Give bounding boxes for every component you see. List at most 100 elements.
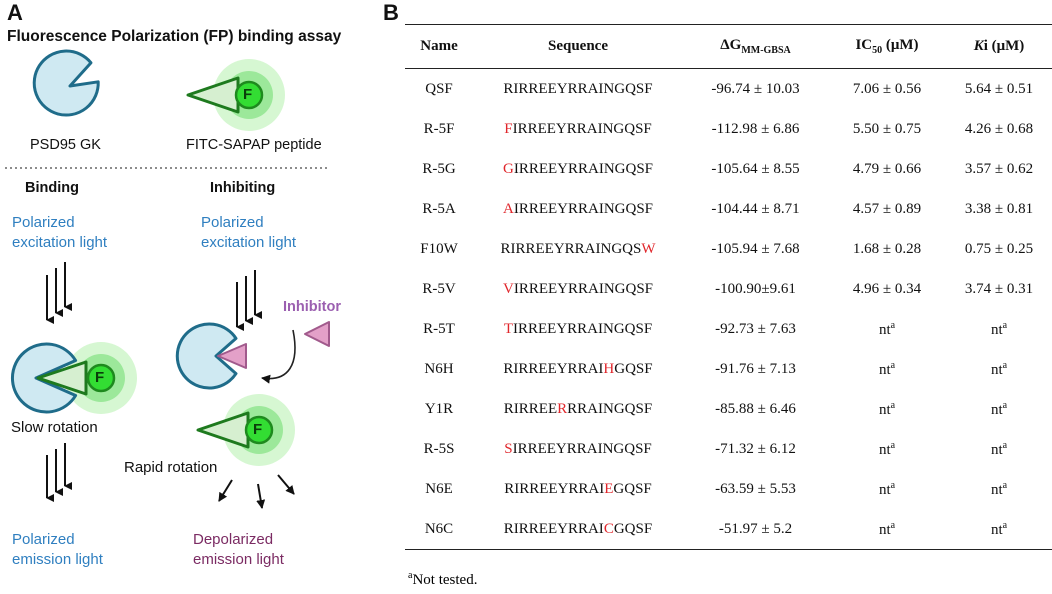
row-ki: nta — [990, 359, 1008, 378]
sequence-part: RIRREE — [503, 400, 558, 417]
row-ki: 5.64 ± 0.51 — [964, 80, 1034, 97]
row-sequence: RIRREEYRRAIEGQSF — [473, 469, 683, 509]
row-name: R-5G — [422, 160, 456, 177]
header-name: Name — [420, 38, 458, 54]
row-sequence: RIRREEYRRAICGQSF — [473, 509, 683, 550]
free-inhibitor — [304, 321, 330, 347]
row-ki: 4.26 ± 0.68 — [964, 120, 1034, 137]
row-ic50: nta — [878, 519, 896, 538]
row-dg: -96.74 ± 10.03 — [711, 80, 800, 97]
row-dg: -100.90±9.61 — [715, 280, 796, 297]
inhibiting-excitation-arrows — [236, 270, 262, 331]
binding-excitation-arrows — [46, 262, 72, 324]
mutated-residue: G — [502, 160, 514, 177]
row-ki: nta — [990, 399, 1008, 418]
row-ki: 0.75 ± 0.25 — [964, 240, 1034, 257]
binding-header: Binding — [25, 180, 79, 196]
mutated-residue: R — [557, 400, 568, 417]
protein-pacman-top — [32, 49, 100, 117]
table-row: R-5S SIRREEYRRAINGQSF -71.32 ± 6.12 nta nta — [405, 429, 1052, 469]
mutated-residue: T — [503, 320, 513, 337]
peptide-label: FITC-SAPAP peptide — [186, 137, 322, 153]
row-dg: -63.59 ± 5.53 — [715, 480, 796, 497]
row-sequence: FIRREEYRRAINGQSF — [473, 109, 683, 149]
mutated-residue: C — [603, 520, 614, 537]
row-dg: -105.64 ± 8.55 — [711, 160, 800, 177]
row-ki: 3.38 ± 0.81 — [964, 200, 1034, 217]
sequence-part: RIRREEYRRAINGQS — [500, 240, 642, 257]
row-ki: nta — [990, 519, 1008, 538]
row-ic50: 4.57 ± 0.89 — [852, 200, 922, 217]
row-sequence: AIRREEYRRAINGQSF — [473, 189, 683, 229]
row-ic50: 1.68 ± 0.28 — [852, 240, 922, 257]
sequence-part: RIRREEYRRAI — [504, 480, 605, 497]
sequence-part: GQSF — [613, 480, 652, 497]
bound-complex — [11, 342, 137, 414]
row-ic50: nta — [878, 439, 896, 458]
mutated-residue: S — [504, 440, 513, 457]
header-dg: ΔGMM-GBSA — [720, 37, 791, 56]
row-name: N6E — [425, 480, 453, 497]
row-ic50: 7.06 ± 0.56 — [852, 80, 922, 97]
fluorophore-letter-bound: F — [95, 369, 105, 386]
sequence-part: IRREEYRRAINGQSF — [513, 160, 654, 177]
inhibitor-label: Inhibitor — [283, 299, 341, 315]
rapid-rotation-label: Rapid rotation — [124, 459, 218, 476]
row-dg: -105.94 ± 7.68 — [711, 240, 800, 257]
row-ic50: 4.96 ± 0.34 — [852, 280, 922, 297]
row-sequence: GIRREEYRRAINGQSF — [473, 149, 683, 189]
row-sequence: RIRREEYRRAIHGQSF — [473, 349, 683, 389]
table-row: N6E RIRREEYRRAIEGQSF -63.59 ± 5.53 nta nta — [405, 469, 1052, 509]
fitc-peptide-free — [196, 394, 295, 466]
depolarized-emission-arrows — [218, 474, 295, 509]
row-ki: nta — [990, 479, 1008, 498]
fluorophore-letter-top: F — [243, 86, 253, 103]
header-sequence: Sequence — [548, 38, 608, 54]
mutated-residue: V — [502, 280, 514, 297]
row-sequence: RIRREERRRAINGQSF — [473, 389, 683, 429]
row-name: N6H — [424, 360, 454, 377]
mutated-residue: A — [502, 200, 514, 217]
row-ic50: nta — [878, 479, 896, 498]
sequence-part: GQSF — [614, 360, 653, 377]
row-ki: 3.57 ± 0.62 — [964, 160, 1034, 177]
fp-assay-diagram — [5, 49, 330, 509]
row-dg: -51.97 ± 5.2 — [718, 520, 793, 537]
sequence-part: IRREEYRRAINGQSF — [512, 120, 652, 137]
row-ki: nta — [990, 319, 1008, 338]
mutated-residue: H — [603, 360, 615, 377]
mutated-residue: W — [641, 240, 656, 257]
row-sequence: TIRREEYRRAINGQSF — [473, 309, 683, 349]
row-ic50: 5.50 ± 0.75 — [852, 120, 922, 137]
binding-data-table: Name Sequence ΔGMM-GBSA IC50 (μM) Ki (μM… — [405, 24, 1052, 550]
row-sequence: SIRREEYRRAINGQSF — [473, 429, 683, 469]
protein-label: PSD95 GK — [30, 137, 101, 153]
row-dg: -92.73 ± 7.63 — [715, 320, 796, 337]
header-ki: Ki (μM) — [973, 38, 1025, 54]
row-dg: -71.32 ± 6.12 — [715, 440, 796, 457]
row-ic50: nta — [878, 319, 896, 338]
fitc-peptide-top — [186, 59, 285, 131]
row-ki: 3.74 ± 0.31 — [964, 280, 1034, 297]
row-name: Y1R — [424, 400, 454, 417]
row-name: R-5S — [423, 440, 455, 457]
sequence-part: IRREEYRRAINGQSF — [513, 280, 654, 297]
slow-rotation-label: Slow rotation — [11, 419, 98, 436]
sequence-part: RRAINGQSF — [567, 400, 653, 417]
mutated-residue: E — [604, 480, 614, 497]
row-name: R-5V — [422, 280, 456, 297]
table-footnote: aNot tested. — [408, 570, 478, 588]
sequence-part: RIRREEYRRAI — [503, 360, 604, 377]
row-name: QSF — [425, 80, 453, 97]
row-ki: nta — [990, 439, 1008, 458]
